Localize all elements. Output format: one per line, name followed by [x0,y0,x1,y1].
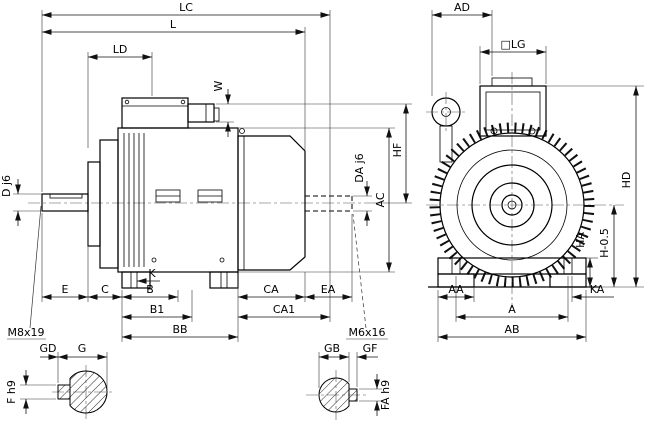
dim-label-fa: FA h9 [379,380,392,410]
dim-label-ka: KA [590,283,605,296]
dim-label-g: G [78,342,87,355]
dim-label-b: B [146,283,154,296]
dim-label-e: E [62,283,69,296]
dim-label-aa: AA [448,283,464,296]
dim-label-l: L [170,18,177,31]
thread-callout-m6: M6x16 [349,326,386,339]
motor-side-view [28,97,374,289]
front-view-dimensions [431,10,644,342]
fan-shaft-key-section [306,352,382,420]
dim-label-k: K [148,267,156,280]
thread-callout-m8: M8x19 [8,326,45,339]
dim-label-b1: B1 [150,303,165,316]
dim-label-lc: LC [179,1,193,14]
dim-label-bb: BB [172,323,187,336]
dim-label-d: D j6 [0,175,13,197]
dim-label-h: H-0.5 [598,228,611,258]
dim-label-gf: GF [363,342,378,355]
dim-label-c: C [101,283,109,296]
dim-label-f: F h9 [5,380,18,404]
motor-front-view [426,72,624,308]
dim-label-ac: AC [374,192,387,207]
dim-label-da: DA j6 [353,153,366,182]
dim-label-ld: LD [113,43,128,56]
dim-label-a: A [508,303,516,316]
dim-label-hf: HF [391,143,404,158]
dim-label-ha: HA [574,232,587,248]
dim-label-w: W [212,80,225,91]
dim-label-gb: GB [324,342,340,355]
dim-label-ea: EA [321,283,336,296]
side-view-dimensions [7,10,412,342]
dim-label-ad: AD [454,1,470,14]
drive-shaft-key-section [20,352,114,419]
dim-label-gd: GD [40,342,57,355]
dim-label-ca: CA [263,283,279,296]
dim-label-hd: HD [620,172,633,189]
dimension-labels: LC L LD W AD □LG D j6 DA j6 AC HF HD H-0… [0,1,633,410]
dim-label-ab: AB [504,323,519,336]
dim-label-lg: □LG [500,38,525,51]
dim-label-ca1: CA1 [273,303,295,316]
